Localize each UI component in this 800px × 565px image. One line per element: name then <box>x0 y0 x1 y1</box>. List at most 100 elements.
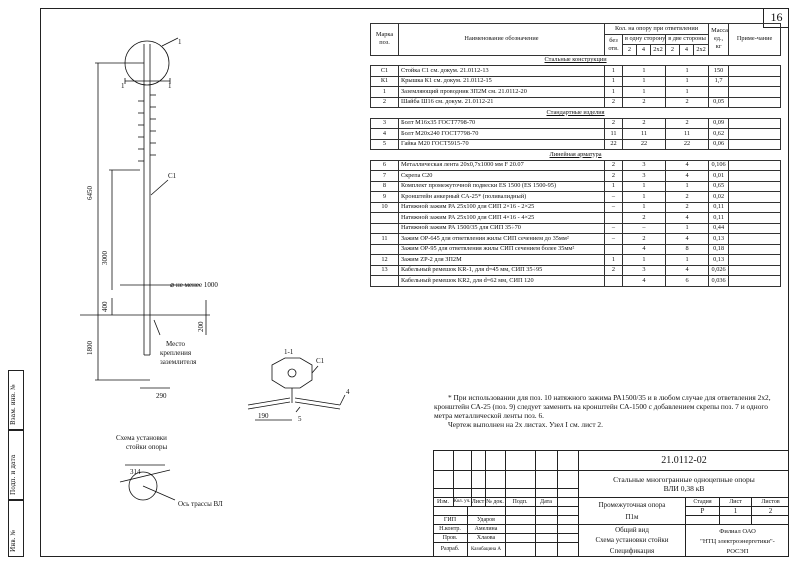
cell-mark: 7 <box>370 170 399 182</box>
sub-col: 2 <box>622 44 637 56</box>
cell-m: 0,106 <box>708 159 730 171</box>
cell-note <box>728 170 782 182</box>
label-1a: 1 <box>121 82 125 90</box>
role-razrab: Разраб. <box>440 546 460 552</box>
cell-a: 1 <box>604 86 623 98</box>
cell-a <box>604 275 623 287</box>
col-name: Наименование обозначение <box>398 23 605 56</box>
col-mass: Масса ед., кг <box>708 23 730 56</box>
cell-mark: 13 <box>370 264 399 276</box>
table-row: Кабельный ремешок KR2, для d=62 мм, СИП … <box>370 275 782 287</box>
org-1: Филиал ОАО <box>719 527 756 535</box>
side-strip: Взам. инв. № Подп. и дата Инв. № <box>8 370 40 557</box>
cell-name: Зажим ОР-645 для ответвления жилы СИП се… <box>398 233 605 245</box>
cell-mark: К1 <box>370 75 399 87</box>
dim-400: 400 <box>101 301 109 312</box>
cell-note <box>728 275 782 287</box>
dim-290: 290 <box>156 392 167 400</box>
cell-name: Крышка К1 см. докум. 21.0112-15 <box>398 75 605 87</box>
cell-note <box>728 75 782 87</box>
table-row: Натяжной зажим РА 1500/35 для СИП 35÷70–… <box>370 222 782 234</box>
label-place-3: заземлителя <box>160 358 197 366</box>
role-prov: Пров. <box>442 534 458 541</box>
object-code: П1м <box>625 513 639 521</box>
person-razrab: Казибацина А <box>470 546 501 552</box>
col-qty-group: Кол. на опору при ответвлении <box>603 23 710 35</box>
sheets-label: Листов <box>761 499 780 505</box>
dim-3000: 3000 <box>101 251 109 266</box>
cell-a: – <box>604 201 623 213</box>
sub-col: 4 <box>679 44 694 56</box>
cell-note <box>728 65 782 77</box>
label-place-1: Место <box>166 340 185 348</box>
cell-a: 2 <box>604 117 623 129</box>
stage-value: Р <box>700 507 705 515</box>
cell-c: 4 <box>664 212 710 224</box>
cell-mark: 4 <box>370 128 399 140</box>
col-mark: Марка поз. <box>370 23 399 56</box>
cell-note <box>728 117 782 129</box>
axis-label: Ось трассы ВЛ <box>178 500 223 508</box>
label-place-2: крепления <box>160 349 192 357</box>
doc-title: Стальные многогранные одноцепные опоры В… <box>613 475 755 493</box>
cell-c: 4 <box>664 233 710 245</box>
cell-m <box>708 86 730 98</box>
cell-c: 4 <box>664 264 710 276</box>
table-row: Натяжной зажим РА 25х100 для СИП 4×16 - … <box>370 212 782 224</box>
cell-c: 22 <box>664 138 710 150</box>
cell-mark: 6 <box>370 159 399 171</box>
object-name: Промежуточная опора <box>598 500 666 509</box>
cell-a: – <box>604 191 623 203</box>
cell-note <box>728 233 782 245</box>
col-date: Дата <box>540 498 552 505</box>
scheme-title-1: Схема установки <box>116 434 167 442</box>
cell-note <box>728 128 782 140</box>
label-p4: 4 <box>346 388 350 396</box>
specification-table: Марка поз. Наименование обозначение Кол.… <box>370 23 782 287</box>
cell-name: Комплект промежуточной подвески ES 1500 … <box>398 180 605 192</box>
sheet-label: Лист <box>729 499 742 505</box>
cell-b: 4 <box>622 243 666 255</box>
cell-m: 0,06 <box>708 138 730 150</box>
cell-mark <box>370 222 399 234</box>
label-not-less: ⌀ не менее 1000 <box>170 281 218 289</box>
desc-2: Схема установки стойки <box>595 536 669 544</box>
section-label: 1-1 <box>284 348 294 356</box>
cell-b: 2 <box>622 96 666 108</box>
cell-c: 2 <box>664 201 710 213</box>
cell-c: 1 <box>664 222 710 234</box>
cell-a: 11 <box>604 128 623 140</box>
person-gip: Ударов <box>477 516 495 523</box>
cell-m: 0,62 <box>708 128 730 140</box>
col-izm: Изм. <box>437 498 449 505</box>
section-title: Стандартные изделия <box>546 108 605 116</box>
cell-m: 0,05 <box>708 96 730 108</box>
cell-b: 1 <box>622 65 666 77</box>
dim-200: 200 <box>197 321 205 332</box>
cell-name: Зажим ОР-95 для ответвления жилы СИП сеч… <box>398 243 605 255</box>
org-3: РОСЭП <box>726 547 749 555</box>
label-1: 1 <box>178 38 182 46</box>
cell-mark: 12 <box>370 254 399 266</box>
desc-3: Спецификация <box>609 546 655 555</box>
person-prov: Хлаова <box>476 534 496 541</box>
label-p5: 5 <box>298 415 302 423</box>
cell-m: 0,11 <box>708 212 730 224</box>
cell-c: 6 <box>664 275 710 287</box>
cell-mark: 1 <box>370 86 399 98</box>
cell-name: Стойка С1 см. докум. 21.0112-13 <box>398 65 605 77</box>
cell-name: Кабельный ремешок KR-1, для d=45 мм, СИП… <box>398 264 605 276</box>
cell-b: 3 <box>622 170 666 182</box>
dim-190: 190 <box>258 412 269 420</box>
drawing-frame <box>40 8 789 557</box>
cell-mark <box>370 212 399 224</box>
cell-name: Кронштейн анкерный СА-25* (поливалидный) <box>398 191 605 203</box>
cell-name: Скрепа С20 <box>398 170 605 182</box>
sheets-value: 2 <box>768 507 773 515</box>
cell-c: 2 <box>664 96 710 108</box>
